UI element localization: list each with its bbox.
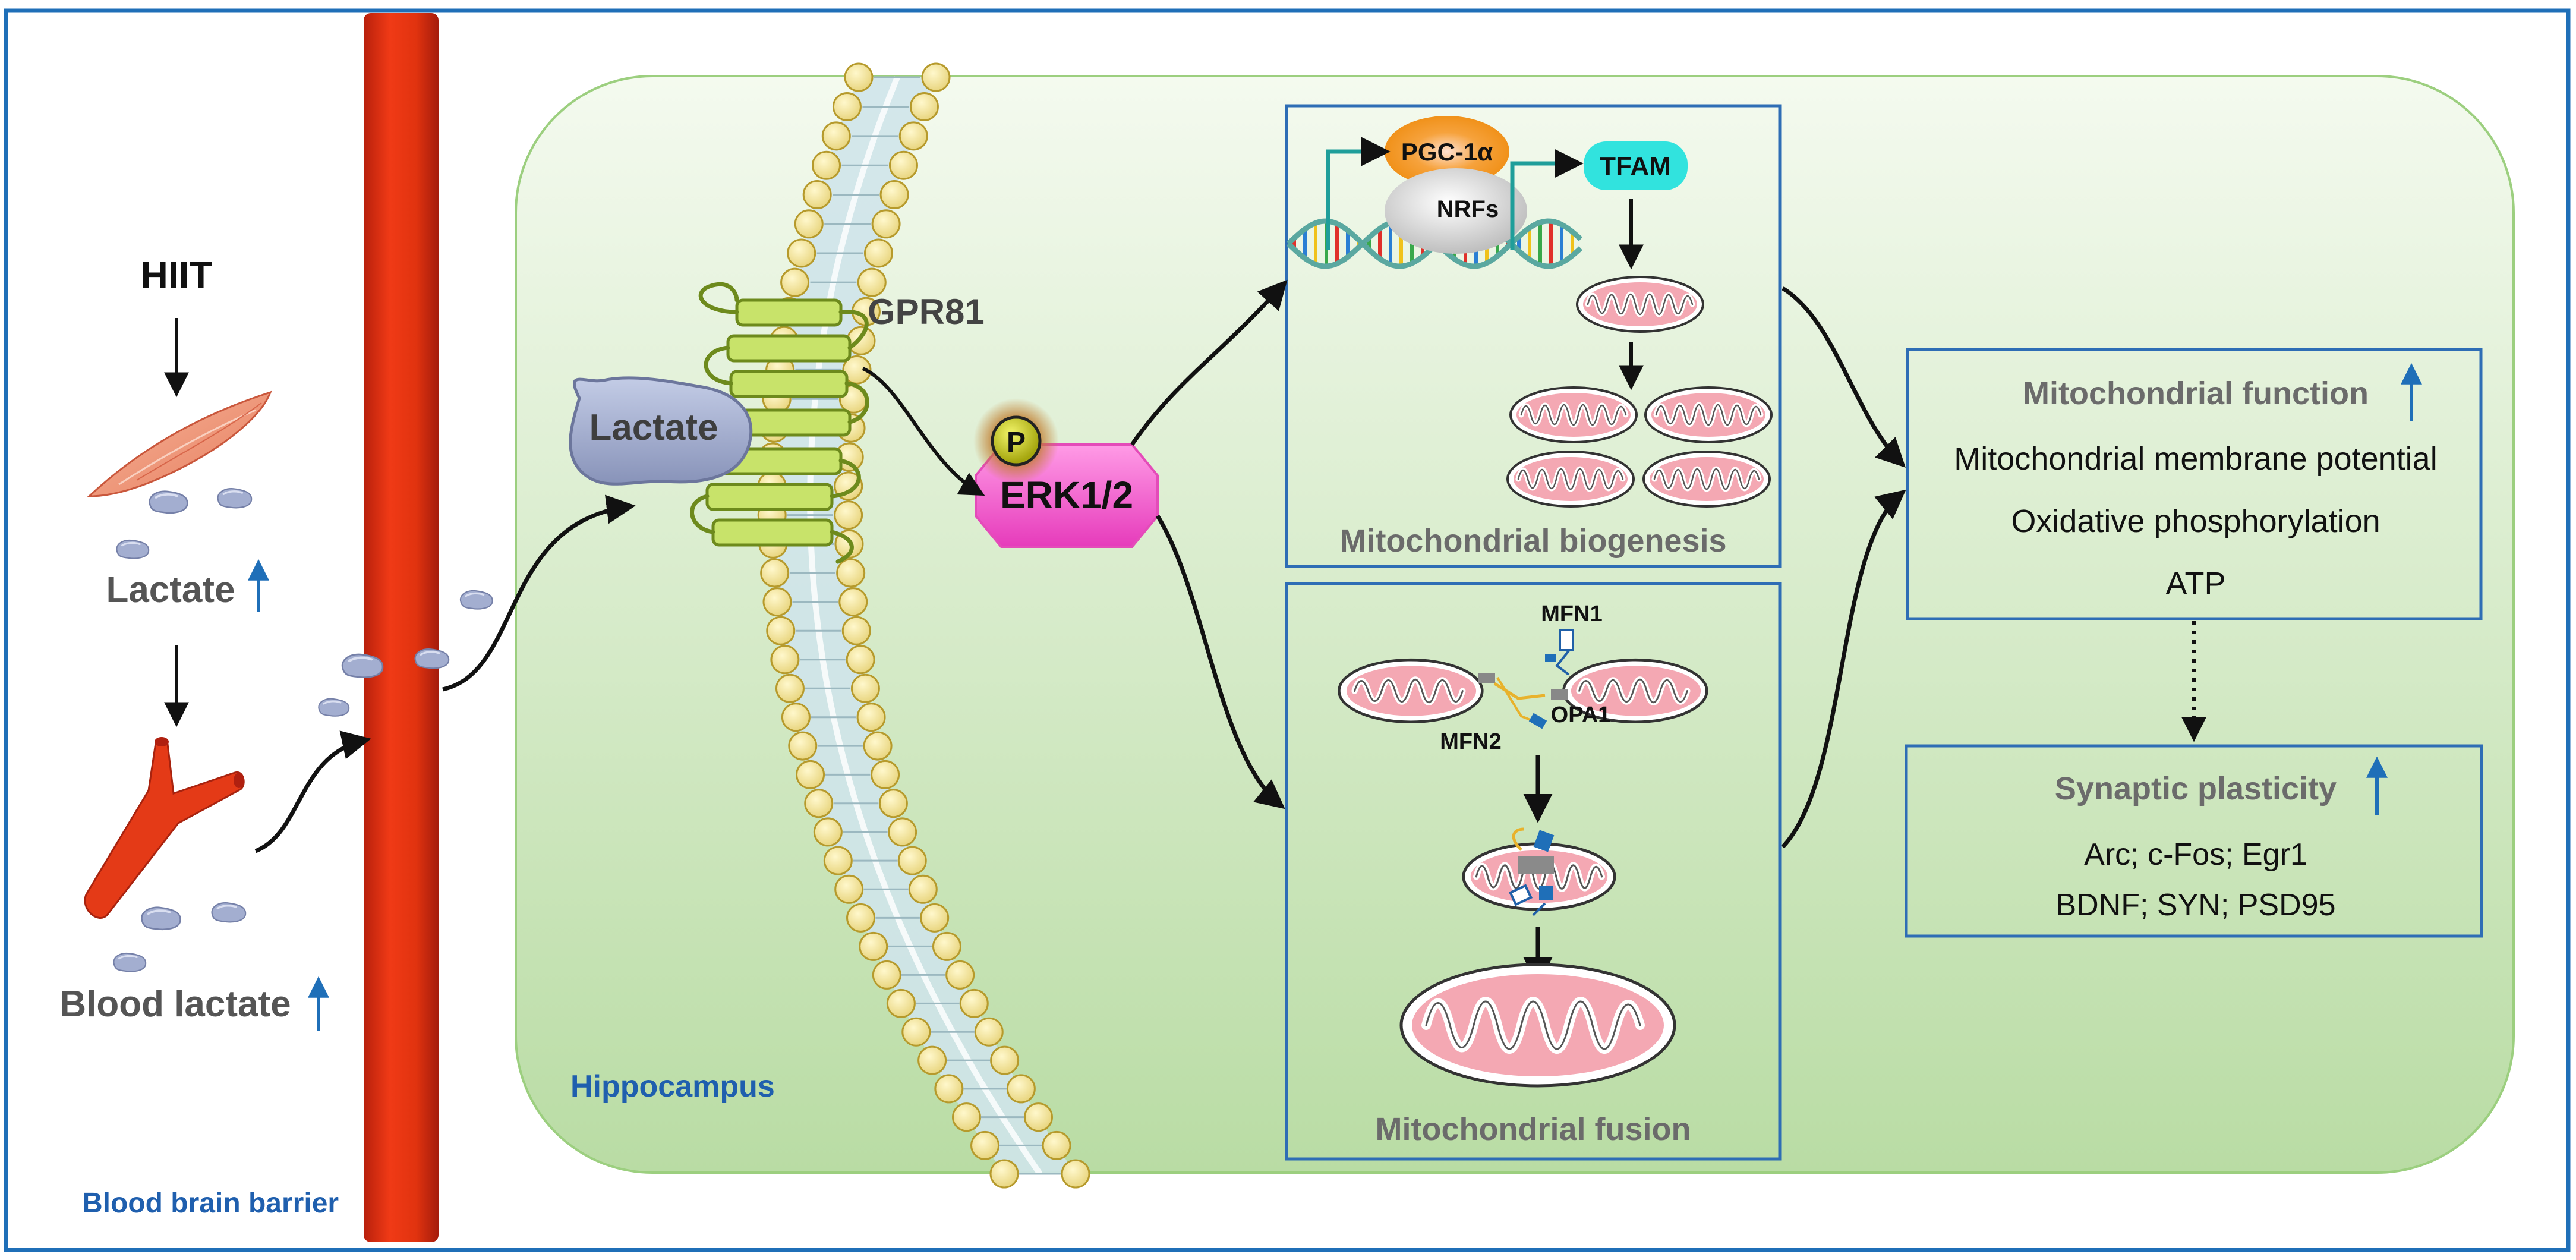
fusion-box [1285,582,1782,1161]
mitochondrion-icon [1577,277,1703,332]
arrow-blood-to-barrier [254,730,371,853]
synaptic-title: Synaptic plasticity [2055,771,2337,807]
fused-mitochondrion-icon [1399,963,1676,1088]
synaptic-line: BDNF; SYN; PSD95 [2055,888,2335,922]
arrow-biogenesis-to-function [1782,286,1906,468]
arrow-fusion-to-function [1781,489,1906,849]
mitochondrion-icon [1508,452,1634,506]
mito-function-item: Oxidative phosphorylation [2011,503,2380,539]
pgc-icon [1385,116,1509,187]
synaptic-line: Arc; c-Fos; Egr1 [2084,837,2307,872]
pgc-label: PGC-1α [1401,138,1493,166]
lactate-molecule-icon [115,539,150,560]
opa1-label: OPA1 [1551,703,1611,727]
synaptic-box [1905,744,2483,938]
arrow-erk-to-biogenesis [1130,279,1288,446]
tfam-icon [1584,141,1688,190]
lactate-ligand-icon [569,376,753,486]
arrow-barrier-to-lactate [442,494,636,692]
mito-function-item: Mitochondrial membrane potential [1954,441,2437,477]
nrfs-icon [1385,168,1527,254]
blood-brain-barrier-vessel [364,13,439,1242]
mito-function-item: ATP [2165,566,2225,601]
lactate-molecule-icon [459,590,494,610]
lactate-molecule-icon [414,648,450,670]
biogenesis-box [1285,104,1782,568]
mito-function-box [1906,348,2483,620]
lactate-molecule-icon [148,490,189,514]
mfn1-label: MFN1 [1541,601,1602,626]
arrow-erk-to-fusion [1156,515,1285,809]
lactate-molecule-icon [342,654,383,678]
hippocampus-label: Hippocampus [570,1069,775,1104]
arrow-gpr81-to-erk [862,367,985,496]
gpr81-label: GPR81 [868,292,985,332]
tfam-label: TFAM [1600,152,1671,181]
mitochondrion-icon [1644,452,1770,506]
phospho-label: P [1007,427,1026,458]
biogenesis-title: Mitochondrial biogenesis [1339,523,1726,559]
bbb-label: Blood brain barrier [82,1187,339,1219]
mitochondrion-icon [1645,388,1771,442]
arrow-dna-to-pgc [1326,137,1391,250]
mfn2-label: MFN2 [1440,729,1501,754]
phospho-icon [973,398,1059,484]
blood-lactate-label: Blood lactate [59,984,291,1025]
gpr81-receptor-icon [690,282,869,564]
muscle-icon [87,390,272,497]
lactate-molecule-icon [112,952,147,973]
nrfs-label: NRFs [1437,196,1499,222]
mitochondrion-icon [1511,388,1637,442]
mitochondrion-icon [1339,660,1482,722]
fusion-title: Mitochondrial fusion [1376,1111,1691,1147]
mito-function-title: Mitochondrial function [2023,376,2369,411]
lactate-molecule-icon [210,902,247,924]
fusion-proteins-icon [1509,827,1555,916]
arrow-dna-to-tfam [1510,149,1584,250]
lactate-molecule-icon [140,906,182,931]
lactate-receptor-label: Lactate [589,407,718,448]
blood-vessel-icon [84,737,245,919]
lactate-muscle-label: Lactate [106,569,235,610]
hiit-label: HIIT [141,254,213,297]
lactate-molecule-icon [216,487,253,509]
fusion-proteins-icon [1478,629,1574,729]
lactate-molecule-icon [317,698,350,717]
